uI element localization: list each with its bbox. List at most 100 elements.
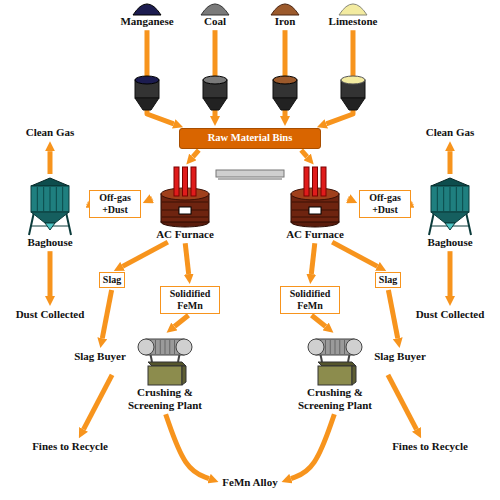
material-pile bbox=[133, 4, 161, 15]
output-label: Dust Collected bbox=[14, 308, 87, 321]
electrode bbox=[191, 167, 196, 196]
output-label: Fines to Recycle bbox=[30, 440, 110, 453]
screen-box-top bbox=[318, 362, 356, 366]
material-label: Coal bbox=[198, 2, 232, 28]
flow-arrow bbox=[291, 414, 334, 478]
hopper-cone bbox=[203, 98, 227, 110]
pile-icon bbox=[200, 2, 230, 15]
baghouse-leg bbox=[429, 212, 434, 235]
node-text: Coal bbox=[200, 15, 230, 28]
node-text: Manganese bbox=[120, 15, 173, 28]
furnace-icon bbox=[157, 166, 213, 228]
node-text: Clean Gas bbox=[26, 126, 75, 139]
baghouse-leg bbox=[66, 212, 71, 235]
roller-ridge bbox=[325, 340, 326, 354]
material-pile bbox=[339, 4, 367, 15]
hopper-cone bbox=[135, 98, 159, 110]
screen-box bbox=[318, 366, 352, 385]
raw-material-banner: Raw Material Bins bbox=[179, 128, 322, 149]
node-text: Fines to Recycle bbox=[392, 440, 468, 453]
electrode bbox=[183, 167, 188, 196]
flow-arrow bbox=[311, 243, 314, 274]
baghouse-hopper bbox=[31, 212, 69, 223]
node-text: AC Furnace bbox=[286, 228, 344, 241]
tap-hole bbox=[309, 207, 321, 214]
pile-icon bbox=[132, 2, 162, 15]
flow-arrow bbox=[102, 290, 111, 338]
node-text: AC Furnace bbox=[156, 228, 214, 241]
roller-ridge bbox=[335, 340, 336, 354]
flow-arrow bbox=[332, 242, 377, 266]
node-text: Slag Buyer bbox=[374, 350, 426, 363]
conveyor-rail bbox=[218, 178, 282, 180]
bag-stripe bbox=[450, 187, 451, 211]
pile-icon bbox=[338, 2, 368, 15]
hopper-cone bbox=[273, 98, 297, 110]
flow-arrow bbox=[166, 414, 209, 478]
pile-icon bbox=[270, 2, 300, 15]
material-pile bbox=[271, 4, 299, 15]
node-text: Slag Buyer bbox=[74, 350, 126, 363]
stream-box: Solidified FeMn bbox=[280, 286, 340, 314]
furnace-band bbox=[292, 217, 338, 218]
flow-arrow bbox=[149, 196, 155, 201]
flow-arrow bbox=[448, 251, 453, 296]
baghouse-leg bbox=[29, 212, 34, 235]
electrode bbox=[321, 167, 326, 196]
roller-ridge bbox=[155, 340, 156, 354]
roller-end bbox=[176, 339, 192, 355]
stream-box: Slag bbox=[375, 272, 401, 288]
flow-arrow bbox=[301, 150, 307, 157]
hopper bbox=[273, 76, 297, 110]
roller-ridge bbox=[165, 340, 166, 354]
screen-box bbox=[148, 366, 182, 385]
hopper-top bbox=[273, 76, 297, 84]
node-text: Crushing & Screening Plant bbox=[115, 386, 215, 412]
material-label: Manganese bbox=[118, 2, 175, 28]
bag-stripe bbox=[443, 187, 444, 211]
hopper bbox=[135, 76, 159, 110]
flow-arrow bbox=[345, 196, 351, 201]
roller-end bbox=[138, 339, 154, 355]
stream-box: Slag bbox=[99, 272, 125, 288]
node-text: FeMn Alloy bbox=[222, 476, 277, 489]
screen-box-top bbox=[148, 362, 186, 366]
roller-ridge bbox=[169, 340, 170, 354]
crusher-icon bbox=[138, 334, 192, 386]
flow-arrow bbox=[312, 315, 326, 326]
flow-arrow bbox=[84, 375, 113, 429]
furnace-band bbox=[292, 202, 338, 203]
hopper bbox=[203, 76, 227, 110]
baghouse-icon bbox=[25, 176, 75, 236]
baghouse-roof bbox=[431, 178, 469, 186]
node-text: Dust Collected bbox=[416, 308, 485, 321]
material-pile bbox=[201, 4, 229, 15]
node-text: Off-gas +Dust bbox=[363, 192, 407, 216]
crusher-unit: Crushing & Screening Plant bbox=[283, 334, 387, 412]
hopper-cone bbox=[341, 98, 365, 110]
node-text: Clean Gas bbox=[426, 126, 475, 139]
output-label: Dust Collected bbox=[414, 308, 487, 321]
flow-arrow bbox=[48, 251, 53, 296]
node-text: Baghouse bbox=[25, 236, 75, 249]
hopper-top bbox=[203, 76, 227, 84]
node-text: Solidified FeMn bbox=[284, 288, 336, 312]
flow-arrow bbox=[185, 243, 188, 274]
roller-ridge bbox=[174, 340, 175, 354]
baghouse-leg bbox=[466, 212, 471, 235]
node-text: Slag bbox=[103, 274, 121, 286]
bag-stripe bbox=[62, 187, 63, 211]
material-label: Limestone bbox=[327, 2, 380, 28]
bag-stripe bbox=[43, 187, 44, 211]
bag-stripe bbox=[37, 187, 38, 211]
baghouse-roof bbox=[31, 178, 69, 186]
furnace-band bbox=[162, 217, 208, 218]
output-label: Slag Buyer bbox=[72, 350, 128, 363]
baghouse-body bbox=[431, 186, 469, 212]
baghouse-body bbox=[31, 186, 69, 212]
node-text: Fines to Recycle bbox=[32, 440, 108, 453]
node-text: Iron bbox=[270, 15, 300, 28]
dust-outlet bbox=[45, 223, 55, 230]
